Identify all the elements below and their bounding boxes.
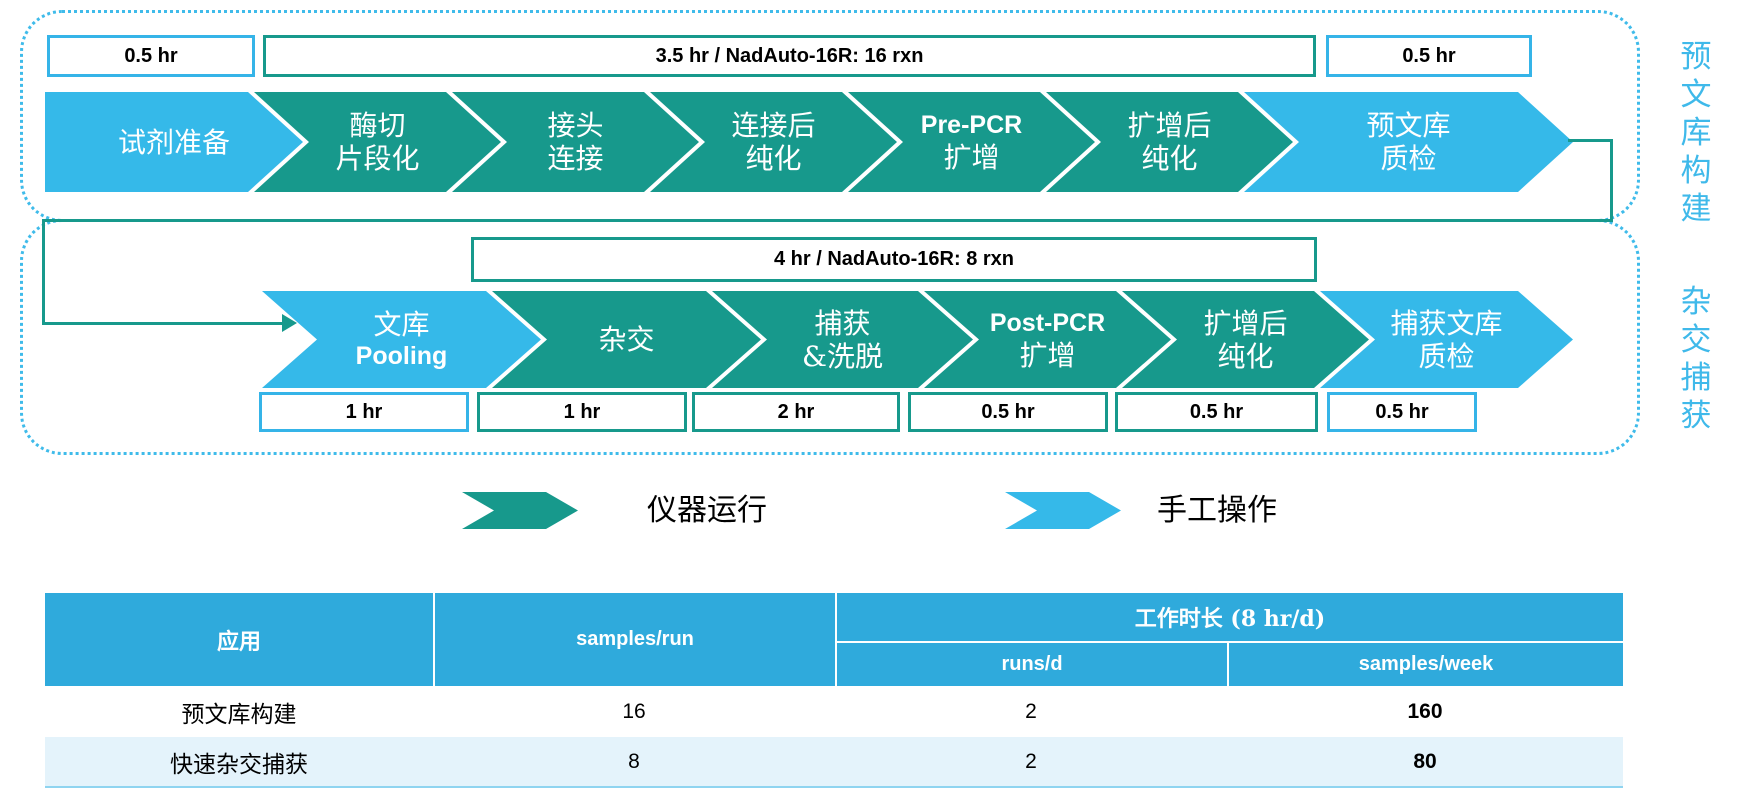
step-label: 酶切: [349, 109, 406, 142]
step-label: 捕获文库: [1390, 306, 1503, 340]
flow-connector-line: [42, 322, 284, 325]
step-label: &洗脱: [802, 339, 883, 373]
step-label: Post-PCR: [989, 308, 1106, 337]
time-label: 1 hr: [563, 400, 601, 423]
step-label: 扩增: [1019, 338, 1076, 372]
time-label: 4 hr / NadAuto-16R: 8 rxn: [773, 248, 1015, 270]
step-label: 预文库: [1366, 109, 1451, 142]
time-box: 4 hr / NadAuto-16R: 8 rxn: [471, 237, 1317, 282]
time-label: 1 hr: [345, 400, 383, 423]
step-label: 扩增: [943, 141, 1000, 174]
time-box: 0.5 hr: [47, 35, 255, 77]
manual-arrow-icon: [1005, 492, 1121, 529]
instrument-arrow-icon: [462, 492, 578, 529]
step-label: 文库: [373, 307, 430, 341]
step-label: 连接后: [731, 109, 816, 142]
table-cell: 16: [622, 699, 646, 723]
time-box: 3.5 hr / NadAuto-16R: 16 rxn: [263, 35, 1316, 77]
step-label: 连接: [547, 142, 604, 175]
table-cell: 80: [1227, 737, 1623, 786]
col-header-samples-week: samples/week: [1227, 641, 1623, 686]
step-label: 纯化: [745, 142, 802, 175]
time-box: 0.5 hr: [1326, 35, 1532, 77]
table-cell: 预文库构建: [181, 701, 297, 728]
step-label: 扩增后: [1127, 109, 1212, 142]
time-label: 0.5 hr: [1402, 44, 1456, 67]
table-bottom-border: [45, 786, 1623, 788]
flow-connector-line: [1610, 139, 1613, 222]
time-box: 2 hr: [692, 392, 900, 432]
col-header-samples-run: samples/run: [433, 593, 835, 686]
step-label: 片段化: [335, 142, 420, 175]
step-label: 纯化: [1217, 339, 1274, 373]
step-label: 杂交: [598, 323, 655, 356]
time-label: 0.5 hr: [1375, 400, 1429, 423]
capacity-table: 应用 samples/run 工作时长 (8 hr/d) runs/d samp…: [45, 593, 1623, 786]
time-box: 0.5 hr: [908, 392, 1108, 432]
time-label: 3.5 hr / NadAuto-16R: 16 rxn: [655, 44, 924, 67]
time-label: 0.5 hr: [124, 44, 178, 67]
step-label: 质检: [1418, 339, 1475, 373]
step-label: 捕获: [814, 306, 871, 340]
step-label: 质检: [1380, 142, 1437, 175]
table-cell: 8: [433, 737, 835, 786]
time-label: 0.5 hr: [981, 400, 1035, 423]
col-header-runs-d: runs/d: [835, 641, 1227, 686]
step-label: 试剂准备: [117, 125, 230, 159]
time-label: 0.5 hr: [1189, 400, 1244, 423]
flow-connector-line: [42, 219, 45, 324]
step-label: 接头: [547, 109, 604, 142]
table-cell: 快速杂交捕获: [45, 737, 433, 786]
time-box: 1 hr: [259, 392, 469, 432]
side-label-pre-library: 预文库构建: [1680, 39, 1712, 227]
legend-label-instrument: 仪器运行: [647, 493, 767, 528]
side-label-hybrid-capture: 杂交捕获: [1680, 284, 1712, 434]
col-header-application: 应用: [45, 593, 433, 686]
time-box: 0.5 hr: [1115, 392, 1318, 432]
time-box: 1 hr: [477, 392, 687, 432]
step-label: 扩增后: [1203, 306, 1288, 340]
flow-step-arrow: 试剂准备: [45, 92, 303, 192]
step-label: Pre-PCR: [920, 111, 1023, 139]
legend-label-manual: 手工操作: [1157, 493, 1277, 528]
flow-connector-line: [1568, 139, 1613, 142]
table-cell: 160: [1407, 699, 1443, 723]
col-header-work-duration: 工作时长 (8 hr/d): [835, 593, 1623, 641]
step-label: 纯化: [1141, 142, 1198, 175]
time-label: 2 hr: [777, 400, 815, 423]
flow-connector-line: [42, 219, 1613, 222]
time-box: 0.5 hr: [1327, 392, 1477, 432]
step-label: Pooling: [355, 341, 448, 370]
table-cell: 2: [835, 737, 1227, 786]
table-cell: 2: [1025, 699, 1037, 723]
